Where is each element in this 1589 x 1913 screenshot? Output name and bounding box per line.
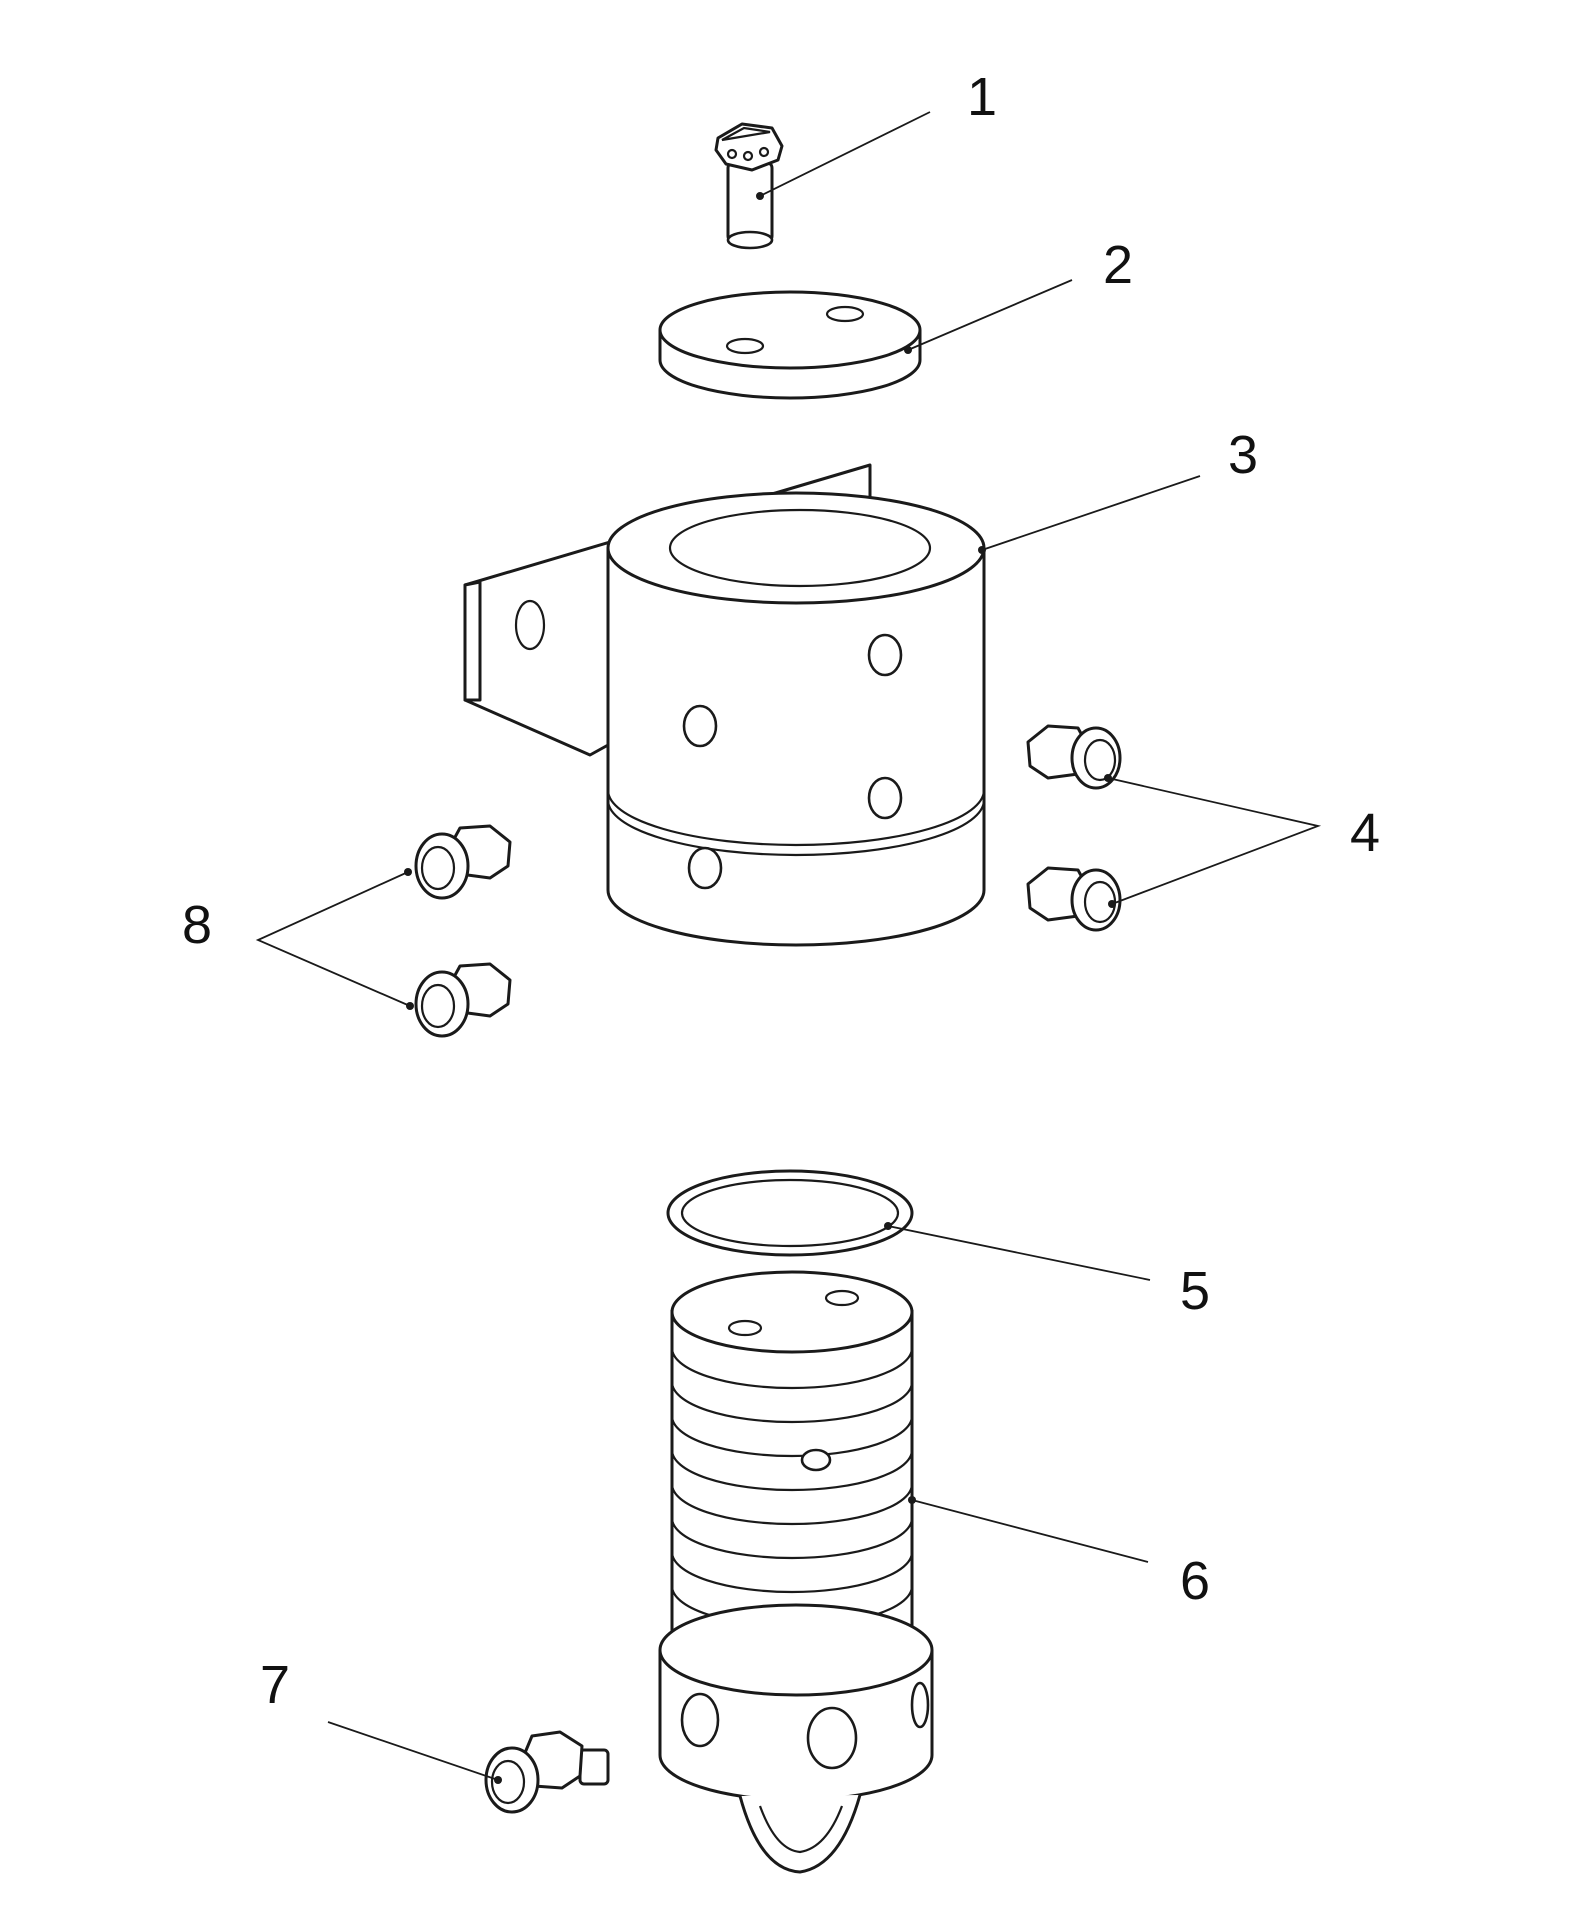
callout-2: 2	[1103, 235, 1134, 295]
callout-8: 8	[182, 895, 213, 955]
part-7-fitting	[484, 1730, 610, 1814]
part-5-o-ring	[666, 1169, 914, 1257]
leader-lines	[255, 111, 1322, 1784]
part-6-piston	[658, 1270, 934, 1874]
callout-4: 4	[1350, 803, 1381, 863]
callout-5: 5	[1180, 1261, 1211, 1321]
part-2-plate	[658, 290, 922, 400]
callout-1: 1	[967, 67, 998, 127]
callout-3: 3	[1228, 425, 1259, 485]
part-8-fittings	[414, 824, 512, 1038]
part-3-housing	[463, 463, 986, 947]
callout-6: 6	[1180, 1551, 1211, 1611]
callout-7: 7	[260, 1655, 291, 1715]
part-1-bolt	[714, 122, 784, 250]
part-4-fittings	[1026, 724, 1122, 932]
